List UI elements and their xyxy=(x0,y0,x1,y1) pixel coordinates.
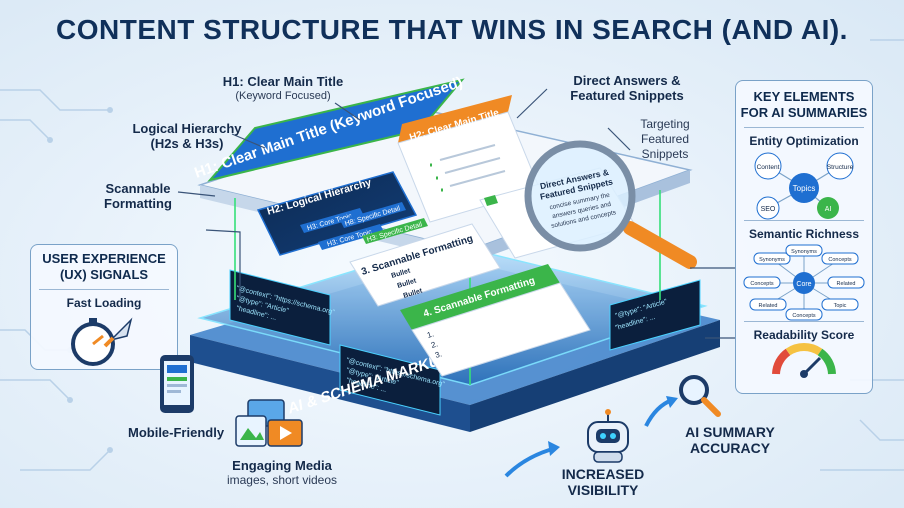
entity-node: Structure xyxy=(827,164,854,171)
stopwatch-rocket-icon xyxy=(71,317,133,366)
entity-graph: Content Structure Topics SEO AI xyxy=(754,152,854,220)
semantic-node: Concepts xyxy=(828,257,851,263)
increased-line1: INCREASED xyxy=(561,466,645,482)
increased-visibility-callout: INCREASED VISIBILITY xyxy=(558,466,648,498)
visibility-arrow xyxy=(504,446,557,478)
semantic-node-center: Core xyxy=(796,281,811,288)
entity-optimization-label: Entity Optimization xyxy=(749,134,859,148)
key-head-line2: FOR AI SUMMARIES xyxy=(740,105,868,120)
scannable-callout: Scannable Formatting xyxy=(88,181,188,211)
engaging-media-sub: images, short videos xyxy=(226,473,338,487)
readability-gauge-icon xyxy=(772,342,836,378)
targeting-line1: Targeting xyxy=(640,117,690,131)
scannable-callout-line1: Scannable xyxy=(105,181,171,196)
ux-head-line2: (UX) SIGNALS xyxy=(59,267,149,282)
code-block-right: "@type": "Article" "headline": ... xyxy=(609,279,701,351)
accuracy-magnifier-icon xyxy=(679,375,721,417)
fast-loading-label: Fast Loading xyxy=(66,296,142,310)
semantic-node: Synonyms xyxy=(791,249,817,255)
ux-head-line1: USER EXPERIENCE xyxy=(42,251,166,266)
list-item-2: 2. xyxy=(430,339,439,350)
hierarchy-callout-sub: (H2s & H3s) xyxy=(150,136,224,151)
scannable-card-3: 3. Scannable Formatting Bullet Bullet Bu… xyxy=(349,223,501,307)
increased-line2: VISIBILITY xyxy=(567,482,639,498)
semantic-node: Concepts xyxy=(792,313,815,319)
hierarchy-card: H2: Logical Hierarchy H3: Core Topic H8:… xyxy=(256,171,428,256)
ux-divider xyxy=(39,289,169,290)
targeting-callout: Targeting Featured Snippets xyxy=(615,117,715,162)
targeting-line3: Snippets xyxy=(641,147,689,161)
accuracy-line1: AI SUMMARY xyxy=(685,424,775,440)
semantic-node: Related xyxy=(837,281,856,287)
bottom-icons xyxy=(504,396,678,478)
engaging-media-label: Engaging Media xyxy=(232,458,332,473)
media-icon xyxy=(235,399,303,447)
snippets-callout-line1: Direct Answers & xyxy=(573,73,681,88)
scannable-card-4: 4. Scannable Formatting 1. 2. 3. xyxy=(400,264,591,377)
list-item-3: 3. xyxy=(434,349,443,360)
hierarchy-callout: Logical Hierarchy (H2s & H3s) xyxy=(112,121,262,151)
robot-icon xyxy=(587,409,629,463)
ai-accuracy-callout: AI SUMMARY ACCURACY xyxy=(680,424,780,456)
snippets-callout-line2: Featured Snippets xyxy=(570,88,684,103)
mobile-phone-icon xyxy=(160,355,194,413)
readability-score-label: Readability Score xyxy=(753,328,855,342)
accuracy-arrow xyxy=(644,398,673,427)
semantic-node: Topic xyxy=(834,303,847,309)
engaging-media-callout: Engaging Media images, short videos xyxy=(222,458,342,488)
scannable-callout-line2: Formatting xyxy=(104,196,172,211)
entity-node-center: Topics xyxy=(793,184,816,193)
h1-callout: H1: Clear Main Title (Keyword Focused) xyxy=(208,74,358,104)
page-title: CONTENT STRUCTURE THAT WINS IN SEARCH (A… xyxy=(56,14,848,45)
key-divider xyxy=(744,220,864,221)
semantic-graph: Synonyms Synonyms Concepts Concepts Core… xyxy=(743,244,865,321)
list-item-1: 1. xyxy=(426,329,435,340)
snippets-callout: Direct Answers & Featured Snippets xyxy=(552,73,702,103)
h1-callout-title: H1: Clear Main Title xyxy=(222,74,344,89)
key-head-line1: KEY ELEMENTS xyxy=(753,89,855,104)
semantic-node: Concepts xyxy=(750,281,773,287)
key-elements-panel: KEY ELEMENTS FOR AI SUMMARIES Entity Opt… xyxy=(735,80,873,394)
mobile-friendly-label: Mobile-Friendly xyxy=(128,425,225,440)
entity-node: Content xyxy=(757,164,780,171)
ux-signals-panel: USER EXPERIENCE (UX) SIGNALS Fast Loadin… xyxy=(30,244,178,370)
semantic-node: Synonyms xyxy=(759,257,785,263)
entity-node: AI xyxy=(825,206,832,213)
semantic-richness-label: Semantic Richness xyxy=(748,227,860,241)
key-divider xyxy=(744,127,864,128)
accuracy-line2: ACCURACY xyxy=(689,440,771,456)
semantic-node: Related xyxy=(759,303,778,309)
magnifier-icon: Direct Answers & Featured Snippets conci… xyxy=(524,140,697,269)
entity-node: SEO xyxy=(761,206,776,213)
hierarchy-callout-title: Logical Hierarchy xyxy=(132,121,242,136)
h1-callout-sub: (Keyword Focused) xyxy=(235,90,331,102)
targeting-line2: Featured xyxy=(640,132,690,146)
key-divider xyxy=(744,321,864,322)
